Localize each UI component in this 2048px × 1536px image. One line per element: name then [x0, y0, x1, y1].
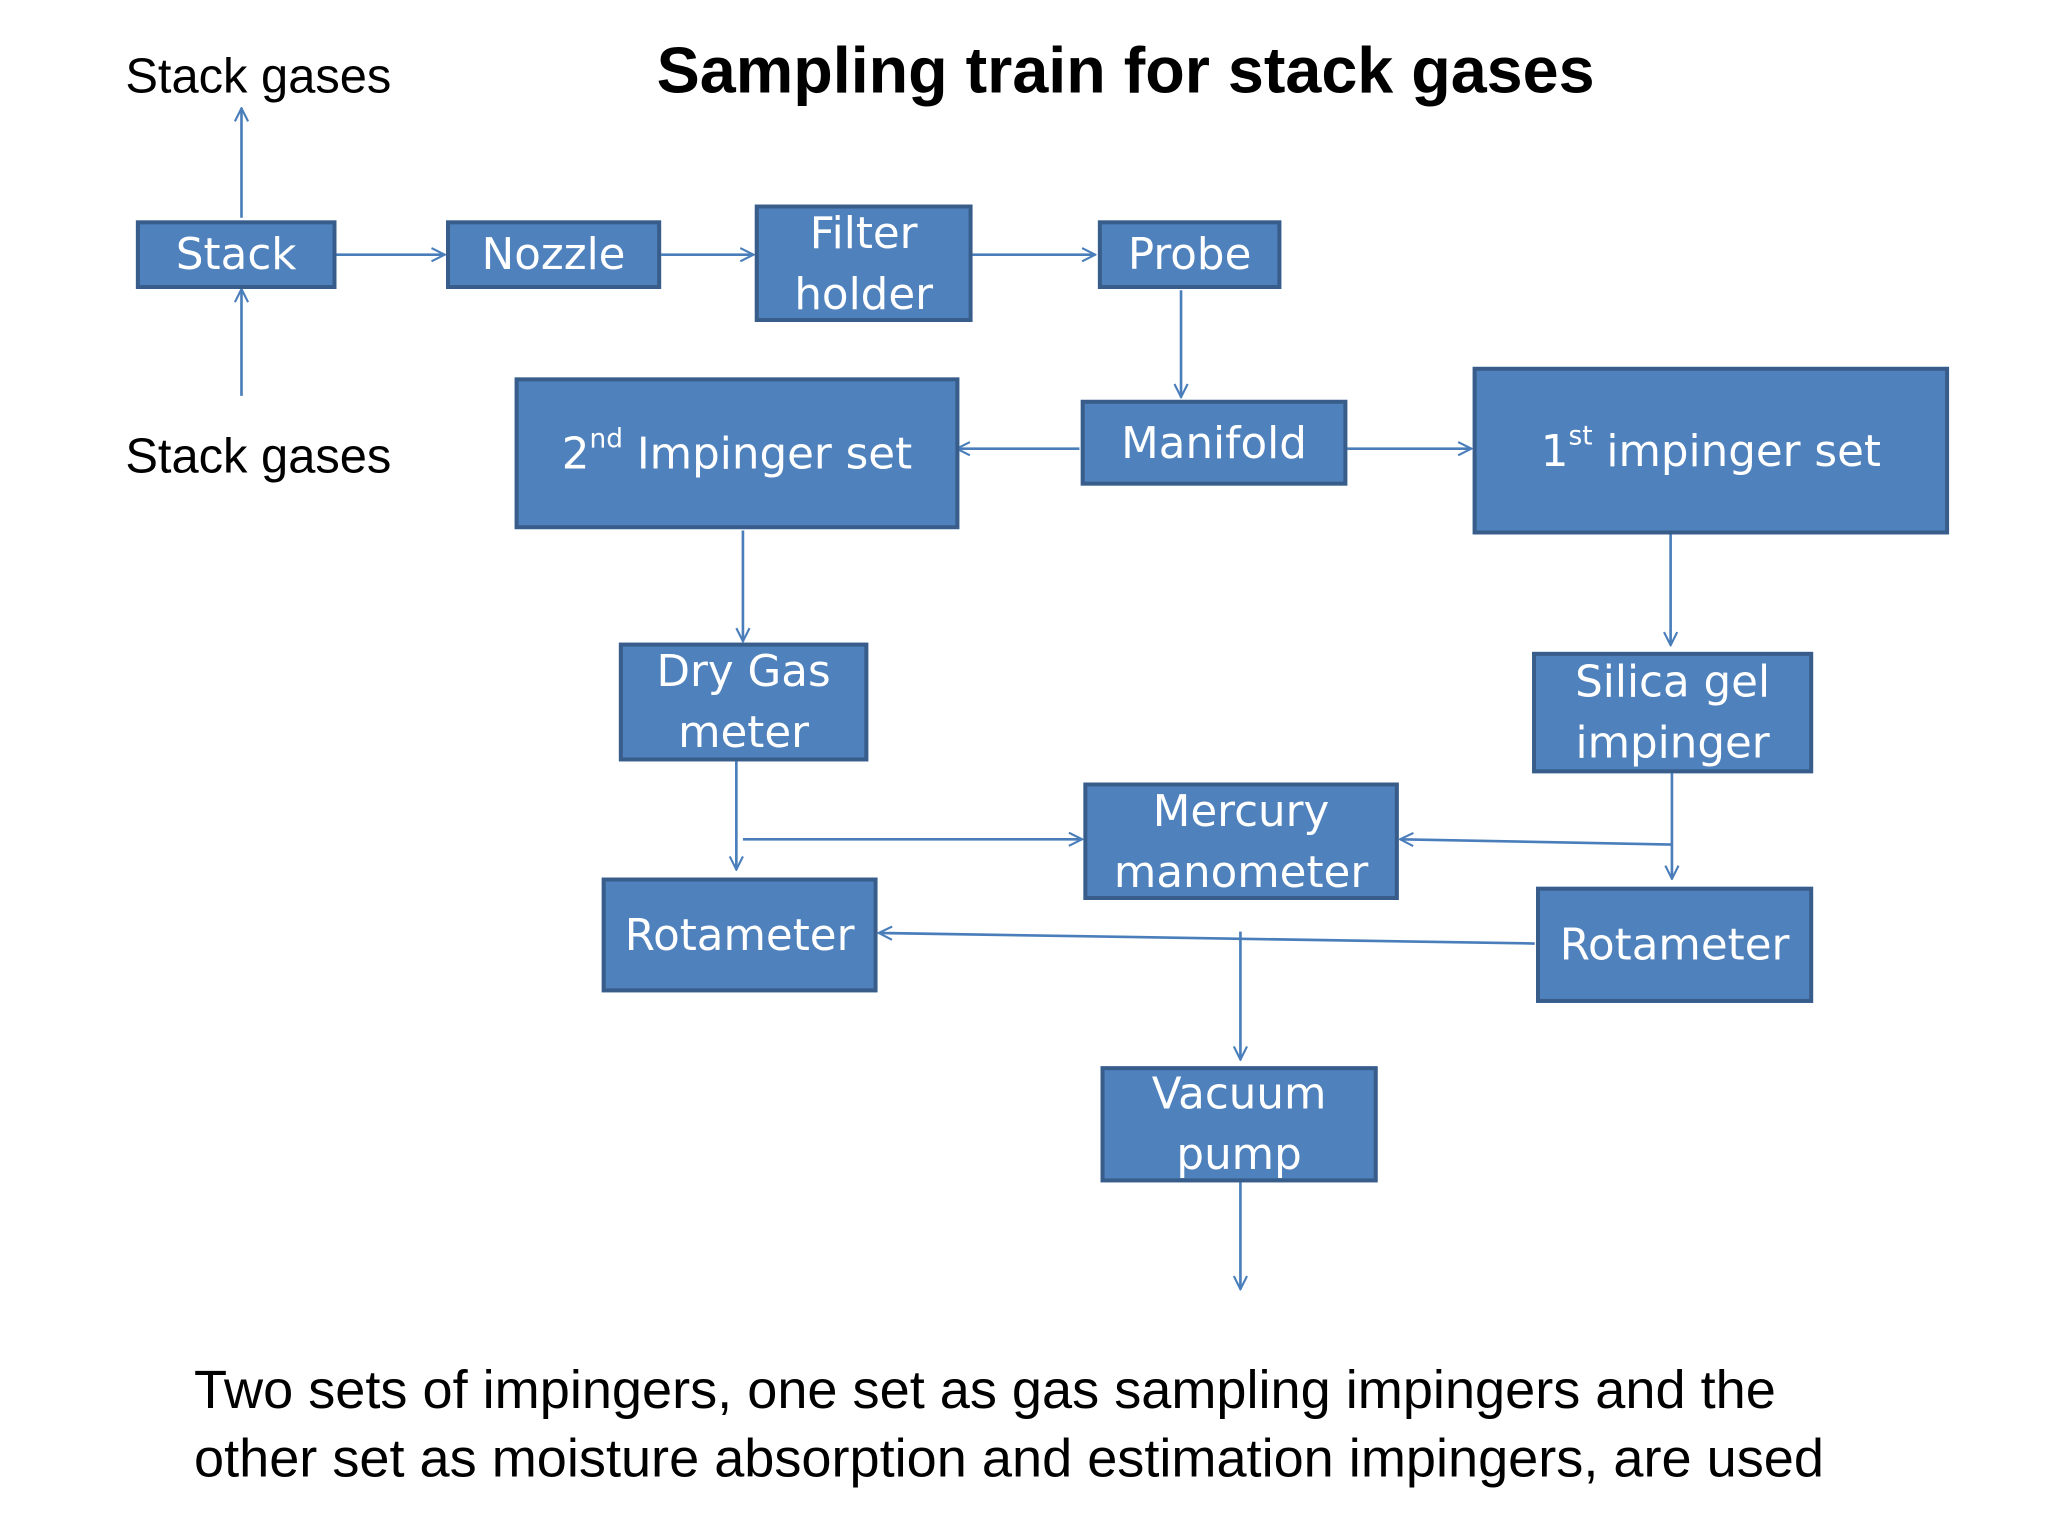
manifold-label: Manifold: [1121, 416, 1307, 468]
stack-gases-bottom-label: Stack gases: [125, 428, 392, 483]
filter-holder-label-line1: Filter: [809, 206, 918, 258]
footnote-text: Two sets of impingers, one set as gas sa…: [193, 1359, 1824, 1489]
probe-label: Probe: [1127, 228, 1252, 280]
rotameter-right-box: Rotameter: [1536, 886, 1814, 1003]
vacuum-pump-box: Vacuum pump: [1100, 1066, 1378, 1183]
stack-gases-top-label: Stack gases: [125, 48, 392, 103]
arrow-right-rotameter-to-left-rotameter: [879, 933, 1535, 945]
mercury-manometer-label-line2: manometer: [1113, 845, 1369, 897]
rotameter-right-label: Rotameter: [1559, 918, 1790, 970]
filter-holder-label-line2: holder: [794, 267, 934, 319]
rotameter-left-box: Rotameter: [601, 877, 878, 993]
nozzle-label: Nozzle: [481, 228, 626, 280]
silica-gel-impinger-label-line1: Silica gel: [1575, 655, 1771, 708]
second-impinger-set-label: 2nd Impinger set: [561, 421, 913, 479]
dry-gas-meter-box: Dry Gas meter: [618, 642, 869, 762]
stack-box: Stack: [135, 220, 337, 289]
rotameter-left-label: Rotameter: [624, 908, 855, 961]
first-impinger-set-box: 1st impinger set: [1472, 366, 1950, 535]
vacuum-pump-label-line1: Vacuum: [1151, 1067, 1327, 1120]
diagram-title: Sampling train for stack gases: [656, 35, 1595, 107]
dry-gas-meter-label-line1: Dry Gas: [656, 645, 831, 697]
silica-gel-impinger-box: Silica gel impinger: [1532, 651, 1814, 774]
arrow-silica-to-manometer: [1400, 839, 1672, 844]
first-impinger-set-label: 1st impinger set: [1540, 418, 1881, 476]
probe-box: Probe: [1097, 220, 1282, 289]
silica-gel-impinger-label-line2: impinger: [1575, 716, 1770, 769]
vacuum-pump-label-line2: pump: [1176, 1128, 1302, 1180]
filter-holder-box: Filter holder: [754, 204, 973, 322]
dry-gas-meter-label-line2: meter: [678, 705, 810, 758]
manifold-box: Manifold: [1080, 399, 1348, 486]
mercury-manometer-box: Mercury manometer: [1083, 782, 1399, 900]
stack-label: Stack: [175, 228, 297, 280]
mercury-manometer-label-line1: Mercury: [1152, 784, 1330, 836]
second-impinger-set-box: 2nd Impinger set: [514, 377, 960, 530]
nozzle-box: Nozzle: [446, 220, 662, 289]
